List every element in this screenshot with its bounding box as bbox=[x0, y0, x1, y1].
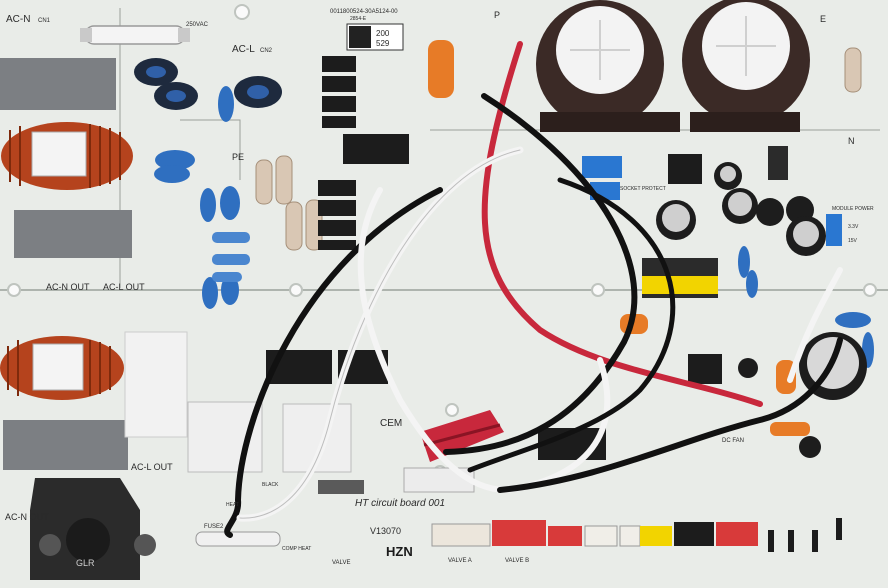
svg-text:200: 200 bbox=[376, 29, 390, 38]
white-component bbox=[124, 331, 188, 438]
fuse bbox=[84, 25, 186, 45]
film-capacitor bbox=[770, 422, 810, 436]
svg-text:VALVE: VALVE bbox=[332, 560, 350, 566]
svg-text:CN2: CN2 bbox=[260, 48, 273, 54]
svg-text:0011800524-30A5124-00: 0011800524-30A5124-00 bbox=[330, 9, 398, 15]
white-connector bbox=[403, 467, 475, 493]
x-capacitors bbox=[134, 58, 282, 110]
svg-text:V13070: V13070 bbox=[370, 526, 401, 536]
svg-text:AC-L OUT: AC-L OUT bbox=[131, 462, 173, 472]
grey-component bbox=[318, 480, 364, 494]
relay-block bbox=[0, 58, 116, 110]
choke-coil-top bbox=[1, 122, 133, 190]
wire-black bbox=[443, 93, 638, 455]
diodes bbox=[768, 518, 842, 552]
svg-text:VALVE A: VALVE A bbox=[448, 558, 472, 564]
svg-text:BLACK: BLACK bbox=[262, 482, 279, 488]
bottom-connectors bbox=[431, 520, 758, 547]
ceramic-resistors bbox=[255, 47, 862, 251]
svg-text:15V: 15V bbox=[848, 238, 858, 244]
fuse2 bbox=[195, 531, 281, 547]
svg-text:3.3V: 3.3V bbox=[848, 224, 859, 230]
svg-text:AC-N: AC-N bbox=[6, 14, 30, 25]
blue-resistors bbox=[212, 232, 250, 282]
svg-text:250VAC: 250VAC bbox=[186, 22, 209, 28]
disc-capacitors bbox=[154, 86, 874, 368]
relay-block bbox=[3, 420, 128, 470]
svg-text:AC-N OUT: AC-N OUT bbox=[5, 512, 49, 522]
svg-text:SOCKET PROTECT: SOCKET PROTECT bbox=[620, 186, 666, 192]
wire-white-edge bbox=[239, 149, 521, 519]
svg-text:FUSE2: FUSE2 bbox=[204, 524, 224, 530]
red-power-connector bbox=[420, 410, 504, 462]
relay-block bbox=[14, 210, 132, 258]
bulk-capacitor-left bbox=[536, 0, 664, 128]
svg-text:529: 529 bbox=[376, 39, 390, 48]
svg-text:PE: PE bbox=[232, 152, 244, 162]
svg-text:VALVE B: VALVE B bbox=[505, 558, 529, 564]
svg-text:GLR: GLR bbox=[76, 558, 95, 568]
svg-text:HZN: HZN bbox=[386, 544, 413, 559]
svg-text:AC-L OUT: AC-L OUT bbox=[103, 282, 145, 292]
svg-text:DC FAN: DC FAN bbox=[722, 438, 744, 444]
svg-text:E: E bbox=[820, 14, 826, 24]
svg-text:HEAT: HEAT bbox=[226, 502, 239, 508]
relay-column bbox=[318, 56, 356, 250]
connector-black bbox=[768, 146, 788, 180]
connector-blue bbox=[826, 214, 842, 246]
svg-text:CEM: CEM bbox=[380, 418, 402, 429]
connector-blue bbox=[582, 156, 622, 178]
bulk-capacitor-right bbox=[682, 0, 810, 124]
svg-text:MODULE POWER: MODULE POWER bbox=[832, 206, 874, 212]
svg-text:N: N bbox=[848, 136, 855, 146]
svg-text:P: P bbox=[494, 10, 500, 20]
svg-text:AC-N OUT: AC-N OUT bbox=[46, 282, 90, 292]
svg-text:HT circuit board 001: HT circuit board 001 bbox=[355, 498, 445, 509]
svg-text:AC-L: AC-L bbox=[232, 44, 255, 55]
svg-text:COMP HEAT: COMP HEAT bbox=[282, 546, 311, 552]
film-capacitor bbox=[428, 40, 454, 98]
wires bbox=[224, 41, 843, 538]
svg-text:2854-E: 2854-E bbox=[350, 16, 367, 22]
svg-text:CN1: CN1 bbox=[38, 18, 51, 24]
choke-coil-bottom bbox=[0, 336, 124, 400]
